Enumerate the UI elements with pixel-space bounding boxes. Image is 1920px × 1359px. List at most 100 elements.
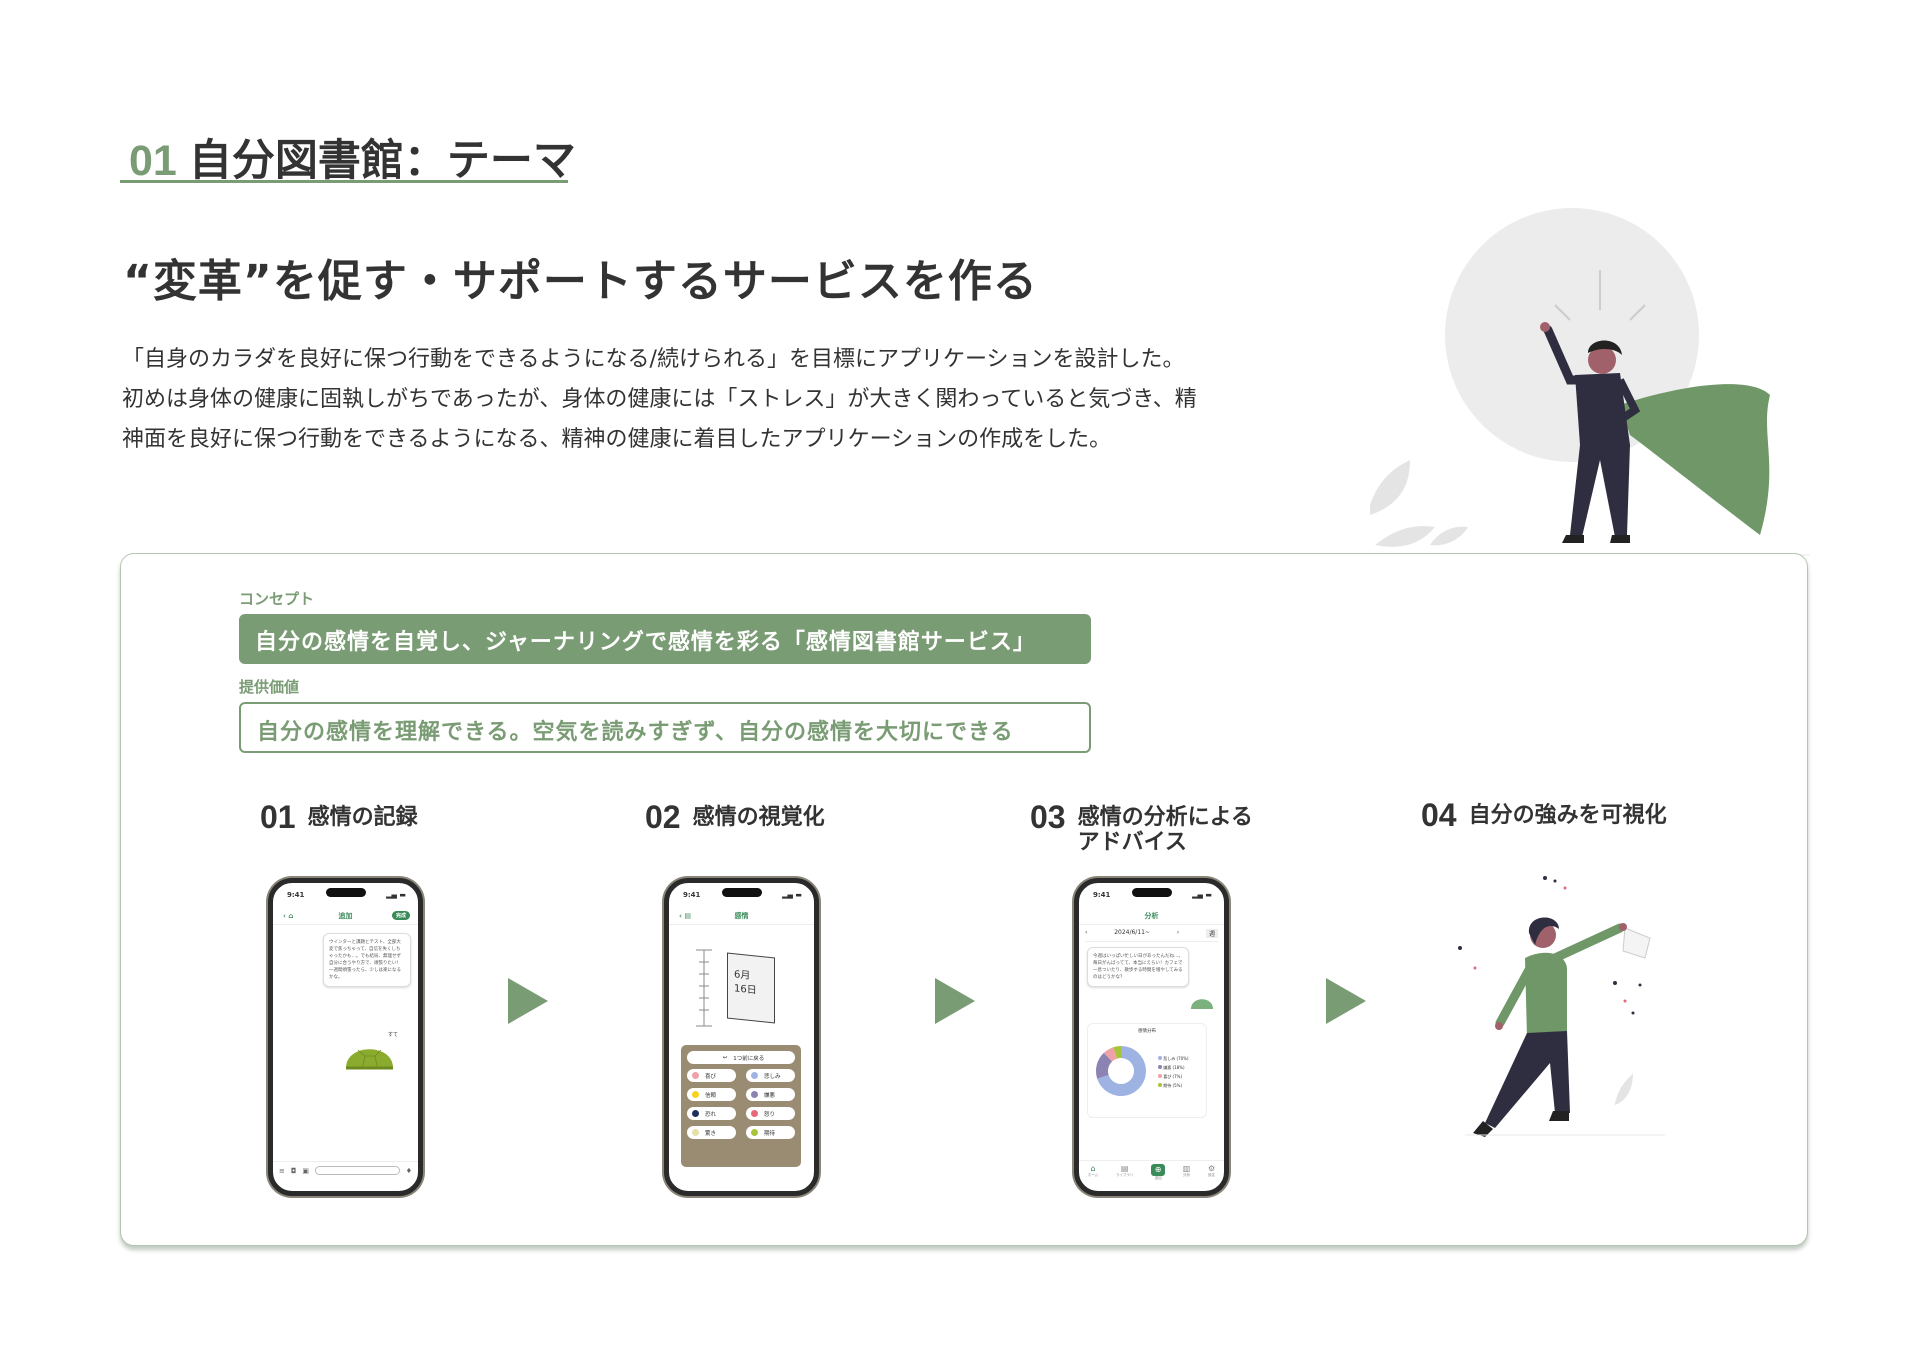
- step-number: 01: [260, 799, 296, 835]
- dynamic-island: [721, 888, 762, 897]
- intro-text: 「自身のカラダを良好に保つ行動をできるようになる/続けられる」を目標にアプリケー…: [122, 340, 1312, 460]
- emotion-color-dot: [692, 1091, 699, 1098]
- emotion-chip[interactable]: 嫌悪: [746, 1088, 795, 1101]
- emotion-color-dot: [751, 1110, 758, 1117]
- donut-slice: [1113, 1046, 1121, 1059]
- legend-item: 嫌悪 (18%): [1158, 1063, 1189, 1072]
- message-input[interactable]: [315, 1166, 400, 1175]
- status-time: 9:41: [683, 891, 701, 899]
- emotion-chip[interactable]: 期待: [746, 1126, 795, 1139]
- emotion-label: 驚き: [705, 1130, 717, 1137]
- tab-label: 分析: [1183, 1173, 1191, 1177]
- emotion-chip[interactable]: 驚き: [687, 1126, 736, 1139]
- tab-label: ライブラリ: [1115, 1173, 1134, 1177]
- advice-bubble: 今週はいっぱい忙しい日があったんだね…。毎日がんばってて、本当にえらい！カフェで…: [1087, 947, 1189, 987]
- step-label: 感情の視覚化: [692, 805, 825, 830]
- step-number: 04: [1421, 797, 1457, 833]
- value-box: 自分の感情を理解できる。空気を読みすぎず、自分の感情を大切にできる: [239, 702, 1091, 753]
- intro-line: 初めは身体の健康に固執しがちであったが、身体の健康には「ストレス」が大きく関わっ…: [122, 387, 1197, 412]
- legend-label: 嫌悪 (18%): [1163, 1065, 1185, 1070]
- step-label: 自分の強みを可視化: [1468, 803, 1667, 828]
- prev-week-icon[interactable]: ‹: [1085, 929, 1088, 936]
- tab-icon: ⚙: [1207, 1164, 1216, 1173]
- status-time: 9:41: [287, 891, 305, 899]
- tab-icon: ⌂: [1090, 1164, 1096, 1173]
- emotion-chip[interactable]: 怒り: [746, 1107, 795, 1120]
- camera-icon[interactable]: ◘: [290, 1166, 297, 1175]
- step-number: 03: [1030, 799, 1066, 835]
- back-icon[interactable]: ‹ ▤: [679, 911, 691, 920]
- menu-icon[interactable]: ≡: [279, 1166, 285, 1175]
- save-icon[interactable]: ▣: [302, 1166, 310, 1175]
- signal-icon: ▂▄ ▬: [386, 891, 406, 899]
- step-3-title: 03 感情の分析による アドバイス: [1030, 800, 1253, 855]
- back-home-icon[interactable]: ‹ ⌂: [283, 911, 294, 920]
- done-button[interactable]: 完成: [391, 911, 410, 920]
- emotion-label: 恐れ: [705, 1111, 717, 1118]
- chart-legend: 悲しみ (70%) 嫌悪 (18%) 喜び (7%) 期待 (5%): [1158, 1054, 1189, 1090]
- legend-item: 期待 (5%): [1158, 1081, 1189, 1090]
- superhero-illustration: [1330, 208, 1810, 556]
- screen-title: 感情: [734, 911, 749, 920]
- tab-bar: ⌂ホーム ▤ライブラリ ⊕追加 ▥分析 ⚙設定: [1079, 1160, 1224, 1181]
- turtle-shell-icon: [346, 1049, 393, 1070]
- signal-icon: ▂▄ ▬: [1192, 891, 1212, 899]
- emotion-chip[interactable]: 信頼: [687, 1088, 736, 1101]
- arrow-right-icon: [1326, 978, 1366, 1024]
- emotion-label: 嫌悪: [764, 1092, 776, 1099]
- step-number: 02: [645, 799, 681, 835]
- emotion-color-dot: [751, 1091, 758, 1098]
- next-week-icon[interactable]: ›: [1176, 929, 1180, 936]
- emotion-label: 喜び: [705, 1073, 717, 1080]
- step-2-title: 02 感情の視覚化: [645, 800, 825, 834]
- back-one-button[interactable]: ↩1つ前に戻る: [687, 1051, 795, 1064]
- headline: “変革”を促す・サポートするサービスを作る: [123, 256, 1038, 307]
- tab-0[interactable]: ⌂ホーム: [1088, 1164, 1098, 1181]
- emotion-color-dot: [692, 1110, 699, 1117]
- tab-2[interactable]: ⊕追加: [1151, 1164, 1166, 1181]
- tab-icon: ▤: [1120, 1164, 1129, 1173]
- chart-title: 感情分布: [1138, 1029, 1156, 1034]
- tab-label: ホーム: [1087, 1173, 1099, 1177]
- tab-1[interactable]: ▤ライブラリ: [1116, 1164, 1134, 1181]
- emotion-chip[interactable]: 恐れ: [687, 1107, 736, 1120]
- emotion-color-dot: [692, 1072, 699, 1079]
- phone-record-screen: 9:41▂▄ ▬ ‹ ⌂追加完成 ウインターと課題とテスト、全部大変で焦っちゃっ…: [268, 878, 423, 1196]
- donut-slice: [1097, 1046, 1146, 1096]
- legend-item: 喜び (7%): [1158, 1072, 1189, 1081]
- book-day: 16日: [734, 983, 757, 997]
- tab-label: 追加: [1154, 1176, 1162, 1180]
- step-label: 感情の分析による アドバイス: [1077, 805, 1253, 855]
- emotion-label: 信頼: [705, 1092, 717, 1099]
- emotion-panel: ↩1つ前に戻る 喜び 悲しみ信頼 嫌悪恐れ 怒り驚き 期待: [681, 1045, 801, 1167]
- signal-icon: ▂▄ ▬: [782, 891, 802, 899]
- tab-icon: ⊕: [1151, 1164, 1166, 1176]
- emotion-color-dot: [751, 1072, 758, 1079]
- intro-line: 神面を良好に保つ行動をできるようになる、精神の健康に着目したアプリケーションの作…: [122, 427, 1112, 452]
- back-one-label: 1つ前に戻る: [733, 1055, 765, 1062]
- tab-4[interactable]: ⚙設定: [1208, 1164, 1215, 1181]
- dynamic-island: [325, 888, 366, 897]
- screen-title: 追加: [338, 911, 353, 920]
- arrow-right-icon: [935, 978, 975, 1024]
- legend-item: 悲しみ (70%): [1158, 1054, 1189, 1063]
- emotion-color-dot: [692, 1129, 699, 1136]
- donut-slice: [1103, 1047, 1117, 1062]
- mic-icon[interactable]: ♦: [405, 1166, 412, 1175]
- screen-title: 分析: [1144, 911, 1159, 920]
- period-toggle[interactable]: 週: [1205, 929, 1218, 938]
- emotion-chip[interactable]: 悲しみ: [746, 1069, 795, 1082]
- emotion-chip[interactable]: 喜び: [687, 1069, 736, 1082]
- tab-3[interactable]: ▥分析: [1183, 1164, 1191, 1181]
- emotion-label: 怒り: [764, 1111, 776, 1118]
- title-underline: [120, 180, 568, 183]
- woman-watering-illustration: [1458, 876, 1665, 1137]
- legend-dot: [1158, 1065, 1162, 1069]
- arrow-right-icon: [508, 978, 548, 1024]
- tab-label: 設定: [1208, 1173, 1216, 1177]
- emotion-color-dot: [751, 1129, 758, 1136]
